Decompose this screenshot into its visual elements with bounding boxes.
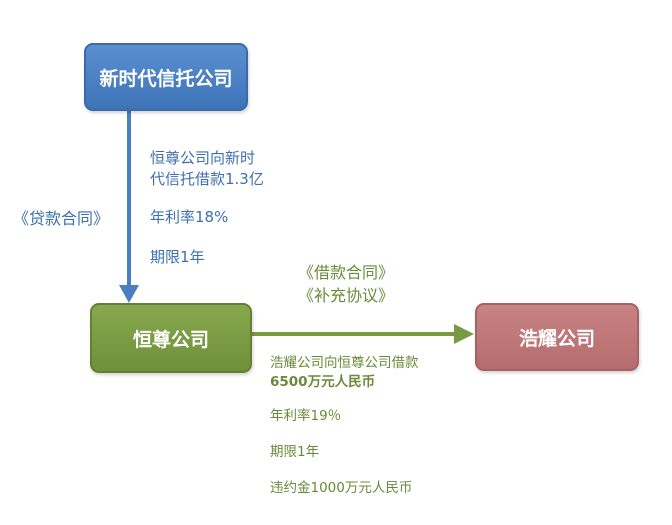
arrow-head-horizontal bbox=[454, 324, 474, 344]
borrow-contract-label: 《借款合同》 bbox=[298, 263, 395, 282]
loan-term: 期限1年 bbox=[150, 248, 205, 266]
borrow-penalty: 违约金1000万元人民币 bbox=[270, 480, 413, 496]
supplement-agreement-label: 《补充协议》 bbox=[298, 286, 395, 305]
borrow-desc-line1: 浩耀公司向恒尊公司借款 bbox=[270, 355, 419, 371]
borrow-rate: 年利率19％ bbox=[270, 408, 342, 424]
arrow-head-vertical bbox=[119, 285, 139, 303]
loan-contract-label: 《贷款合同》 bbox=[13, 209, 110, 228]
loan-rate: 年利率18% bbox=[150, 208, 229, 226]
node-hengzun-company-label: 恒尊公司 bbox=[132, 328, 209, 351]
loan-desc-line1: 恒尊公司向新时 bbox=[150, 149, 256, 167]
node-haoyao-company: 浩耀公司 bbox=[475, 303, 639, 371]
node-trust-company: 新时代信托公司 bbox=[84, 43, 248, 111]
node-haoyao-company-label: 浩耀公司 bbox=[518, 327, 595, 350]
node-trust-company-label: 新时代信托公司 bbox=[99, 67, 233, 90]
borrow-desc-line2: 6500万元人民币 bbox=[270, 374, 376, 390]
borrow-term: 期限1年 bbox=[270, 444, 320, 460]
node-hengzun-company: 恒尊公司 bbox=[90, 303, 252, 373]
loan-desc-line2: 代信托借款1.3亿 bbox=[150, 170, 264, 188]
